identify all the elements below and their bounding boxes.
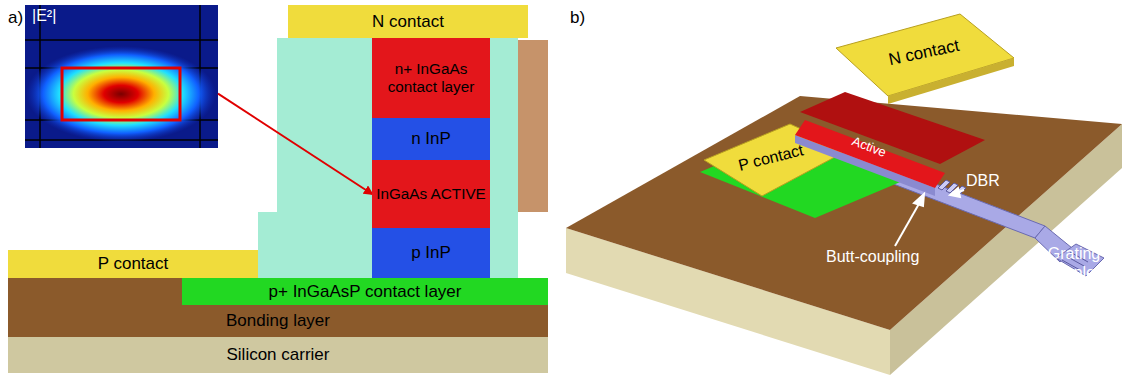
n-contact-layer (800, 92, 985, 164)
grid-lines (25, 5, 218, 148)
tan-block (518, 40, 548, 212)
panel-label: b) (570, 8, 585, 28)
node-text: P contact (95, 254, 172, 274)
layer-box: p InP (372, 228, 490, 278)
callout: Butt-coupling (826, 248, 919, 266)
n-contact-pad (836, 14, 1014, 96)
layer-box: Silicon carrier (8, 337, 548, 373)
panel-label: a) (8, 8, 23, 28)
node-text: Bonding layer (223, 311, 333, 331)
node-text: Silicon carrier (224, 345, 333, 365)
node-text: n+ InGaAs contact layer (372, 60, 490, 95)
callout: DBR (966, 172, 1000, 190)
contact-pad: P contact (8, 250, 258, 278)
slab-top (566, 96, 1122, 330)
layer-box: InGaAs ACTIVE (372, 160, 490, 228)
node-text: n InP (408, 129, 454, 149)
callout: Grating coupler (1028, 245, 1120, 282)
node-text: p InP (408, 243, 454, 263)
node-text: N contact (369, 12, 447, 32)
node-text: p+ InGaAsP contact layer (266, 282, 465, 302)
layer-box: n+ InGaAs contact layer (372, 38, 490, 118)
node-text: |E²| (29, 7, 59, 25)
leader-lines (895, 188, 964, 246)
cladding (258, 212, 288, 278)
layer-box: n InP (372, 118, 490, 160)
mode-field (26, 46, 216, 142)
active-outline (62, 68, 180, 120)
cladding (277, 38, 518, 278)
mode-plot (25, 5, 218, 148)
contact-pad: N contact (288, 5, 528, 38)
mode-inset: |E²| (25, 5, 218, 148)
node-text: InGaAs ACTIVE (373, 185, 489, 203)
dbr-grating (938, 180, 966, 196)
layer-box: p+ InGaAsP contact layer (182, 278, 548, 305)
pointer-arrow (218, 94, 372, 194)
